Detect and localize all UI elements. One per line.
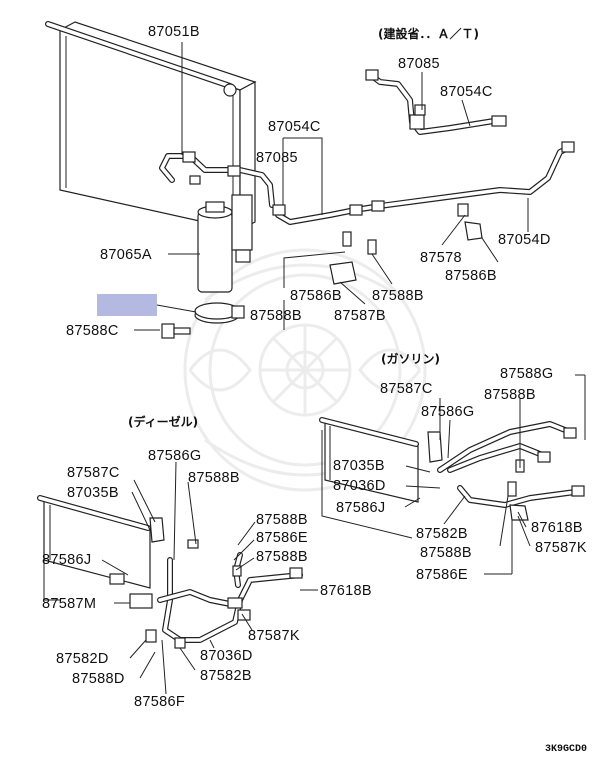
- label-87065A: 87065A: [100, 247, 152, 263]
- label-87054C-at: 87054C: [440, 84, 493, 100]
- label-dsl-87587M: 87587M: [42, 596, 96, 612]
- label-gas-87588G: 87588G: [500, 366, 553, 382]
- label-dsl-87036D: 87036D: [200, 648, 253, 664]
- leaders-gasoline: [321, 374, 586, 575]
- label-gas-87588B: 87588B: [484, 387, 536, 403]
- gasoline-group: [319, 417, 585, 521]
- label-gas-87586G: 87586G: [421, 404, 474, 420]
- label-87085: 87085: [256, 150, 298, 166]
- diagram-code: 3K9GCD0: [545, 744, 587, 755]
- bolt-87588C: [161, 323, 191, 339]
- label-87588B-right: 87588B: [372, 288, 424, 304]
- label-gas-87035B: 87035B: [333, 458, 385, 474]
- label-87054C: 87054C: [268, 119, 321, 135]
- label-87051B: 87051B: [148, 24, 200, 40]
- label-87578: 87578: [420, 250, 462, 266]
- label-87085-at: 87085: [398, 56, 440, 72]
- dryer-bracket: [194, 302, 245, 324]
- receiver-dryer: [197, 194, 253, 293]
- label-dsl-87588B-3: 87588B: [256, 549, 308, 565]
- label-87588C: 87588C: [66, 323, 119, 339]
- label-dsl-87588B: 87588B: [188, 470, 240, 486]
- label-dsl-87586E: 87586E: [256, 530, 308, 546]
- label-dsl-87582B: 87582B: [200, 668, 252, 684]
- label-gas-87587K: 87587K: [535, 540, 587, 556]
- label-dsl-87035B: 87035B: [67, 485, 119, 501]
- label-dsl-87588B-2: 87588B: [256, 512, 308, 528]
- label-gas-87586J: 87586J: [336, 500, 385, 516]
- header-at: (建設省．．Ａ／Ｔ): [378, 26, 479, 41]
- label-dsl-87587C: 87587C: [67, 465, 120, 481]
- label-gas-87586E: 87586E: [416, 567, 468, 583]
- label-gas-87036D: 87036D: [333, 478, 386, 494]
- label-gas-87587C: 87587C: [380, 381, 433, 397]
- diesel-group: [37, 495, 303, 649]
- label-dsl-87588D: 87588D: [72, 671, 125, 687]
- label-dsl-87586J: 87586J: [42, 552, 91, 568]
- label-dsl-87618B: 87618B: [320, 583, 372, 599]
- label-dsl-87582D: 87582D: [56, 651, 109, 667]
- condenser: [58, 21, 257, 231]
- leaders-diesel: [43, 461, 318, 695]
- leaders-top: [134, 42, 529, 331]
- label-gas-87618B: 87618B: [531, 520, 583, 536]
- label-dsl-87586F: 87586F: [134, 694, 185, 710]
- label-dsl-87586G: 87586G: [148, 448, 201, 464]
- label-87586B-left: 87586B: [290, 288, 342, 304]
- label-87587B: 87587B: [334, 308, 386, 324]
- label-87586B-right: 87586B: [445, 268, 497, 284]
- header-gasoline: (ガソリン): [381, 351, 440, 366]
- label-gas-87582B: 87582B: [416, 526, 468, 542]
- label-87588B-left: 87588B: [250, 308, 302, 324]
- label-gas-87588B-lower: 87588B: [420, 545, 472, 561]
- highlight-label-box[interactable]: [97, 294, 157, 316]
- label-dsl-87587K: 87587K: [248, 628, 300, 644]
- header-diesel: (ディーゼル): [128, 414, 198, 429]
- label-87054D: 87054D: [498, 232, 551, 248]
